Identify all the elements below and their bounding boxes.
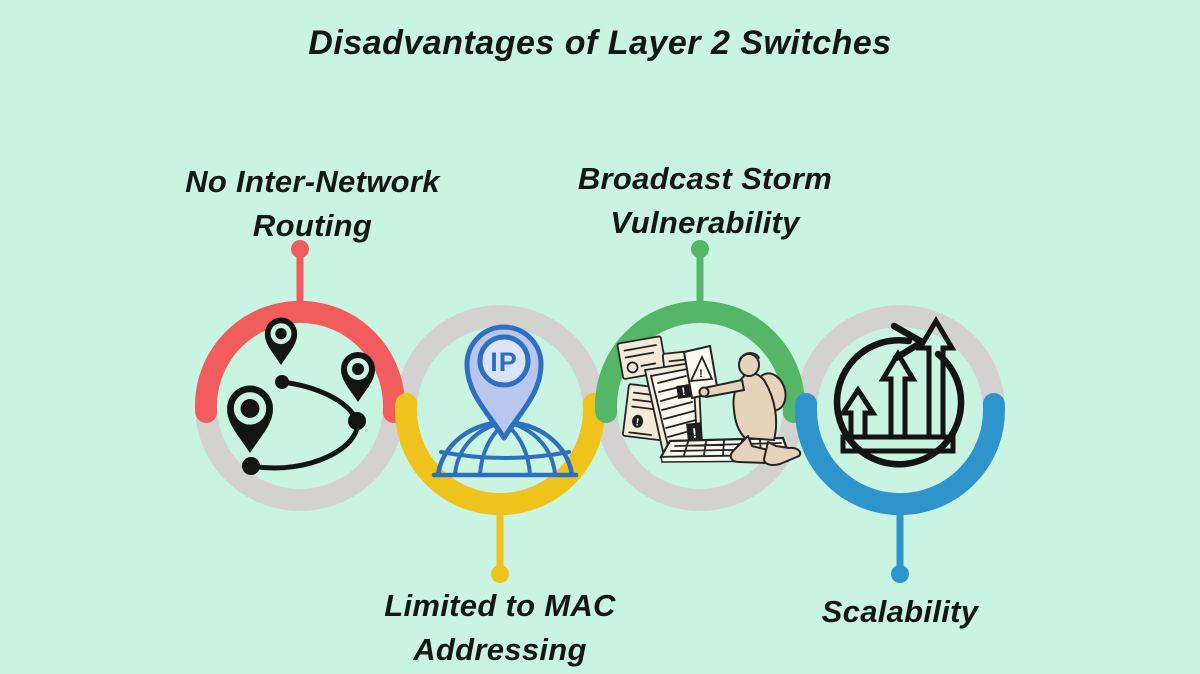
route-waypoint-dot [275,375,289,389]
route-waypoint-dot [242,457,260,475]
cycle-arrow-circle [833,337,965,468]
ring-accent-arc-green [595,300,805,423]
label-line: Vulnerability [610,205,800,240]
connector-dot [891,565,909,583]
warning-box: ! [686,422,704,443]
label-line: Broadcast Storm [577,161,833,196]
svg-text:!: ! [691,425,697,441]
ip-globe-icon: IP [431,324,579,478]
broadcast-storm-icon: ! ! ! ! [616,335,802,466]
connector-dot [491,565,509,583]
label-limited-to-mac-addressing: Limited to MAC Addressing [340,584,660,672]
label-line: Addressing [413,632,587,667]
growth-arrow-small [838,385,878,440]
connector-scalability [891,506,909,583]
svg-text:!: ! [681,386,686,398]
connector-dot [691,240,709,258]
ring-accent-arc-yellow [395,393,605,516]
scalability-icon [833,316,965,468]
person [698,351,802,466]
ring-accent-arc-blue [795,393,1005,516]
connector-limited-to-mac-addressing [491,506,509,583]
ring-accent-arc-red [195,300,405,423]
svg-text:!: ! [699,368,703,380]
growth-arrow-large [915,316,957,440]
route-waypoint-dot [348,412,366,430]
warning-box: ! [676,384,691,399]
page-title: Disadvantages of Layer 2 Switches [308,24,892,62]
label-broadcast-storm-vulnerability: Broadcast Storm Vulnerability [545,157,865,245]
label-line: Routing [252,208,373,243]
map-pin-icon [227,385,273,453]
route-pins-icon [227,317,375,475]
label-scalability: Scalability [750,590,1050,634]
connector-dot [291,240,309,258]
label-line: No Inter-Network [185,164,440,199]
map-pin-icon [264,317,298,365]
screen-text-lines [657,375,697,438]
label-line: Scalability [821,594,979,629]
ip-pin-circle [477,334,531,388]
warning-mark: ! [635,417,640,428]
label-no-inter-network-routing: No Inter-Network Routing [150,160,475,248]
label-line: Limited to MAC [384,588,616,623]
map-pin-icon [341,352,375,402]
ip-label: IP [490,347,518,377]
growth-arrow-medium [878,349,918,440]
